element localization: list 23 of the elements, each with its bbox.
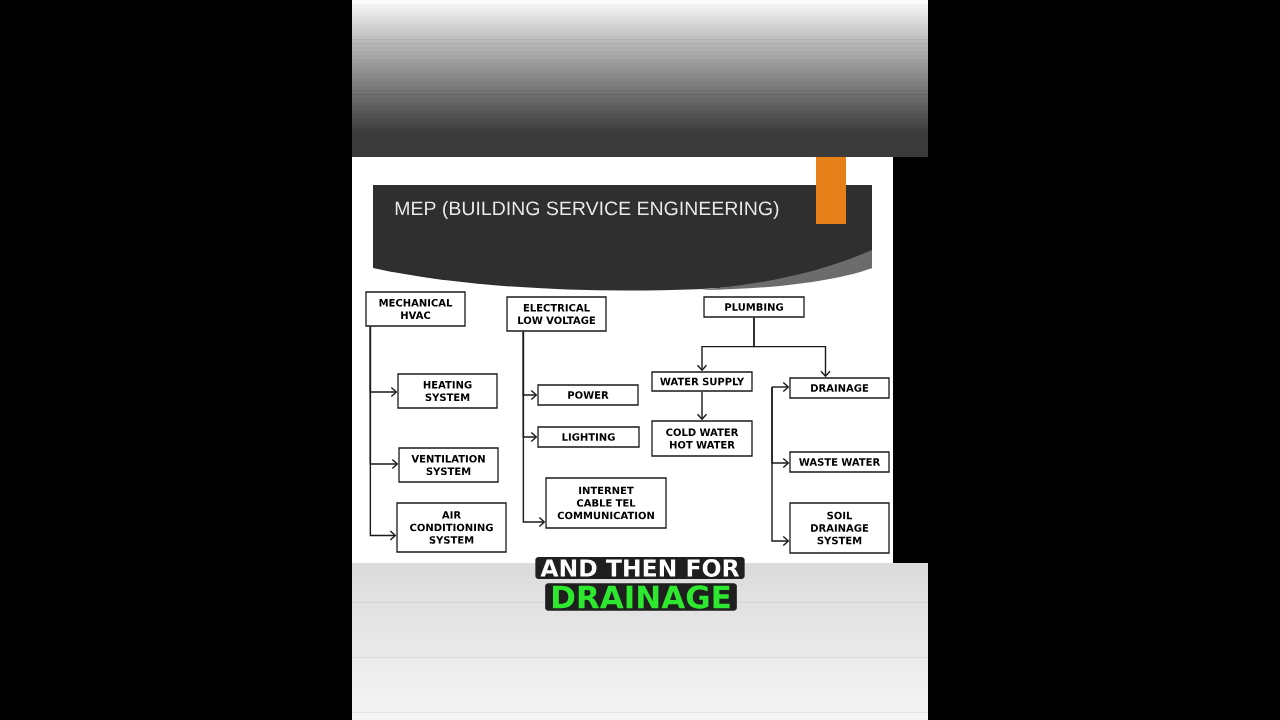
arrow xyxy=(369,325,397,541)
category-box: ELECTRICAL LOW VOLTAGE xyxy=(506,296,607,332)
subsystem-box: VENTILATION SYSTEM xyxy=(398,447,499,483)
subsystem-box: POWER xyxy=(537,384,639,406)
category-box: PLUMBING xyxy=(703,296,805,318)
arrow xyxy=(753,316,831,378)
subtitle-caption: DRAINAGE xyxy=(545,583,737,611)
subsystem-box: COLD WATER HOT WATER xyxy=(651,420,753,457)
arrow xyxy=(771,386,790,547)
subsystem-box: WASTE WATER xyxy=(789,451,890,473)
subsystem-box: SOIL DRAINAGE SYSTEM xyxy=(789,502,890,554)
title-banner: MEP (BUILDING SERVICE ENGINEERING) xyxy=(373,185,872,291)
arrow xyxy=(522,330,546,528)
subsystem-box: LIGHTING xyxy=(537,426,640,448)
subtitle-caption: AND THEN FOR xyxy=(535,557,745,579)
arrow xyxy=(771,381,790,393)
subsystem-box: HEATING SYSTEM xyxy=(397,373,498,409)
subsystem-box: WATER SUPPLY xyxy=(651,371,753,392)
subsystem-box: DRAINAGE xyxy=(789,377,890,399)
subsystem-box: AIR CONDITIONING SYSTEM xyxy=(396,502,507,553)
arrow xyxy=(696,390,708,421)
category-box: MECHANICAL HVAC xyxy=(365,291,466,327)
subsystem-box: INTERNET CABLE TEL COMMUNICATION xyxy=(545,477,667,529)
